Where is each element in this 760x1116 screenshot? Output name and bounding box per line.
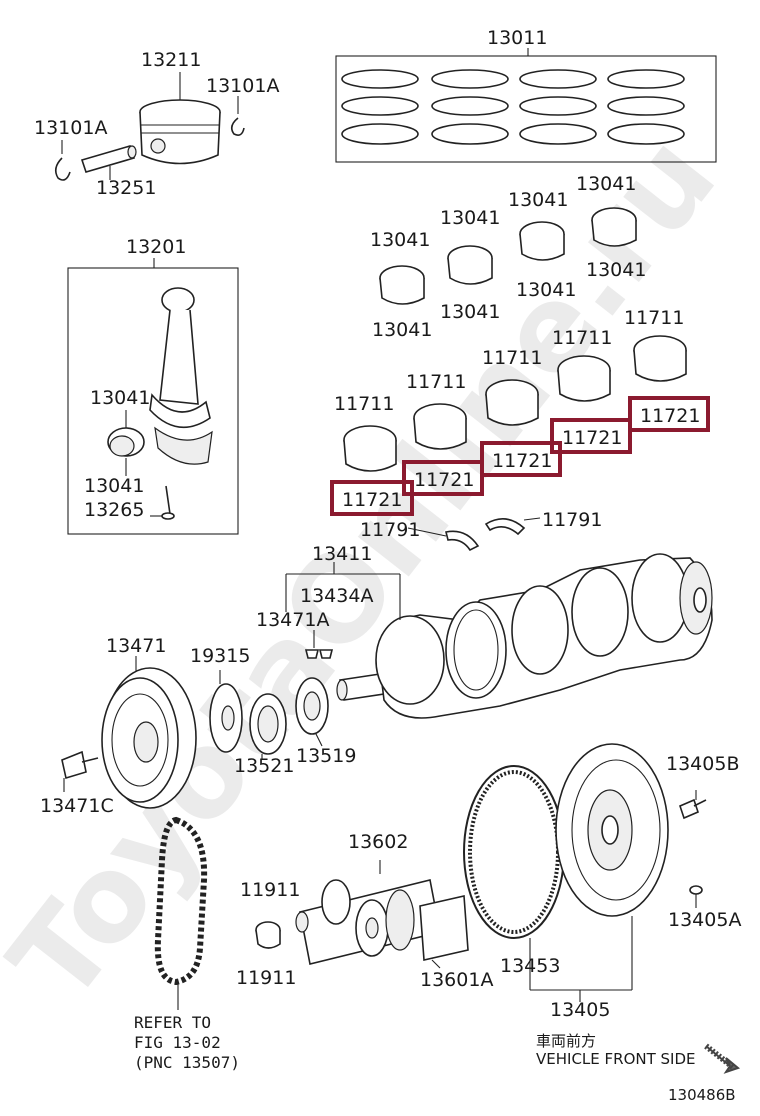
figure-code: 130486B	[668, 1086, 736, 1104]
label-b1-top: 13041	[370, 229, 430, 251]
label-11911-top: 11911	[240, 879, 300, 901]
label-b1-bottom: 13041	[372, 319, 432, 341]
rod-bearings	[379, 207, 637, 305]
highlight-box-3	[480, 441, 562, 477]
vehicle-front-jp: 車両前方	[536, 1032, 596, 1050]
label-13434a: 13434A	[300, 585, 373, 607]
thrust-washers	[407, 517, 541, 552]
snap-ring-right	[230, 96, 245, 136]
piston-ring-set	[335, 48, 717, 163]
label-13411: 13411	[312, 543, 372, 565]
label-13011: 13011	[487, 27, 547, 49]
connecting-rod-assembly	[67, 258, 239, 535]
label-13519: 13519	[296, 745, 356, 767]
snap-ring-left	[54, 140, 71, 181]
balance-bearing	[255, 921, 281, 949]
label-13041-rod-top: 13041	[90, 387, 150, 409]
crank-pulley	[101, 656, 197, 809]
refer-line-1: REFER TO	[134, 1013, 211, 1032]
vehicle-front-en: VEHICLE FRONT SIDE	[536, 1050, 696, 1068]
label-13601a: 13601A	[420, 969, 493, 991]
crankshaft-keys	[285, 562, 401, 659]
label-b2-top: 13041	[440, 207, 500, 229]
label-m5-top: 11711	[624, 307, 684, 329]
label-11791-left: 11791	[360, 519, 420, 541]
label-b4-bottom: 13041	[586, 259, 646, 281]
label-b4-top: 13041	[576, 173, 636, 195]
label-m5-bottom: 11721	[640, 405, 700, 427]
label-13211: 13211	[141, 49, 201, 71]
main-bearings	[343, 335, 687, 472]
flywheel-bolt	[679, 790, 707, 820]
label-13521: 13521	[234, 755, 294, 777]
label-13471c: 13471C	[40, 795, 114, 817]
vehicle-front-arrow-icon	[704, 1043, 741, 1074]
label-13201: 13201	[126, 236, 186, 258]
label-b2-bottom: 13041	[440, 301, 500, 323]
label-m3-top: 11711	[482, 347, 542, 369]
piston	[139, 72, 221, 165]
highlight-box-2	[402, 460, 484, 496]
label-m1-top: 11711	[334, 393, 394, 415]
pulley-bolt	[61, 750, 99, 792]
highlight-box-4	[550, 418, 632, 454]
label-13405a: 13405A	[668, 909, 741, 931]
dowel-pin	[689, 885, 703, 908]
label-b3-bottom: 13041	[516, 279, 576, 301]
oil-pump-gear	[295, 677, 329, 747]
timing-chain	[154, 816, 208, 1010]
label-m3-bottom: 11721	[492, 450, 552, 472]
piston-pin	[80, 145, 137, 180]
label-m1-bottom: 11721	[342, 489, 402, 511]
highlight-box-1	[330, 480, 414, 516]
label-m4-bottom: 11721	[562, 427, 622, 449]
label-m2-bottom: 11721	[414, 469, 474, 491]
label-19315: 19315	[190, 645, 250, 667]
label-13405b: 13405B	[666, 753, 739, 775]
crank-sprocket	[249, 693, 287, 760]
label-13101a-right: 13101A	[206, 75, 279, 97]
label-b3-top: 13041	[508, 189, 568, 211]
label-m4-top: 11711	[552, 327, 612, 349]
label-m2-top: 11711	[406, 371, 466, 393]
label-13101a-left: 13101A	[34, 117, 107, 139]
label-13265: 13265	[84, 499, 144, 521]
balance-shaft-assembly	[295, 860, 469, 969]
refer-line-3: (PNC 13507)	[134, 1053, 240, 1072]
crankshaft	[336, 553, 713, 719]
highlight-box-5	[628, 396, 710, 432]
refer-line-2: FIG 13-02	[134, 1033, 221, 1052]
label-13251: 13251	[96, 177, 156, 199]
label-13602: 13602	[348, 831, 408, 853]
label-13453: 13453	[500, 955, 560, 977]
label-13405: 13405	[550, 999, 610, 1021]
flywheel	[530, 743, 669, 1002]
label-13041-rod-bottom: 13041	[84, 475, 144, 497]
label-11791-right: 11791	[542, 509, 602, 531]
label-13471: 13471	[106, 635, 166, 657]
timing-rotor	[209, 670, 243, 753]
label-11911-bottom: 11911	[236, 967, 296, 989]
highlight-boxes	[330, 396, 710, 516]
label-13471a: 13471A	[256, 609, 329, 631]
